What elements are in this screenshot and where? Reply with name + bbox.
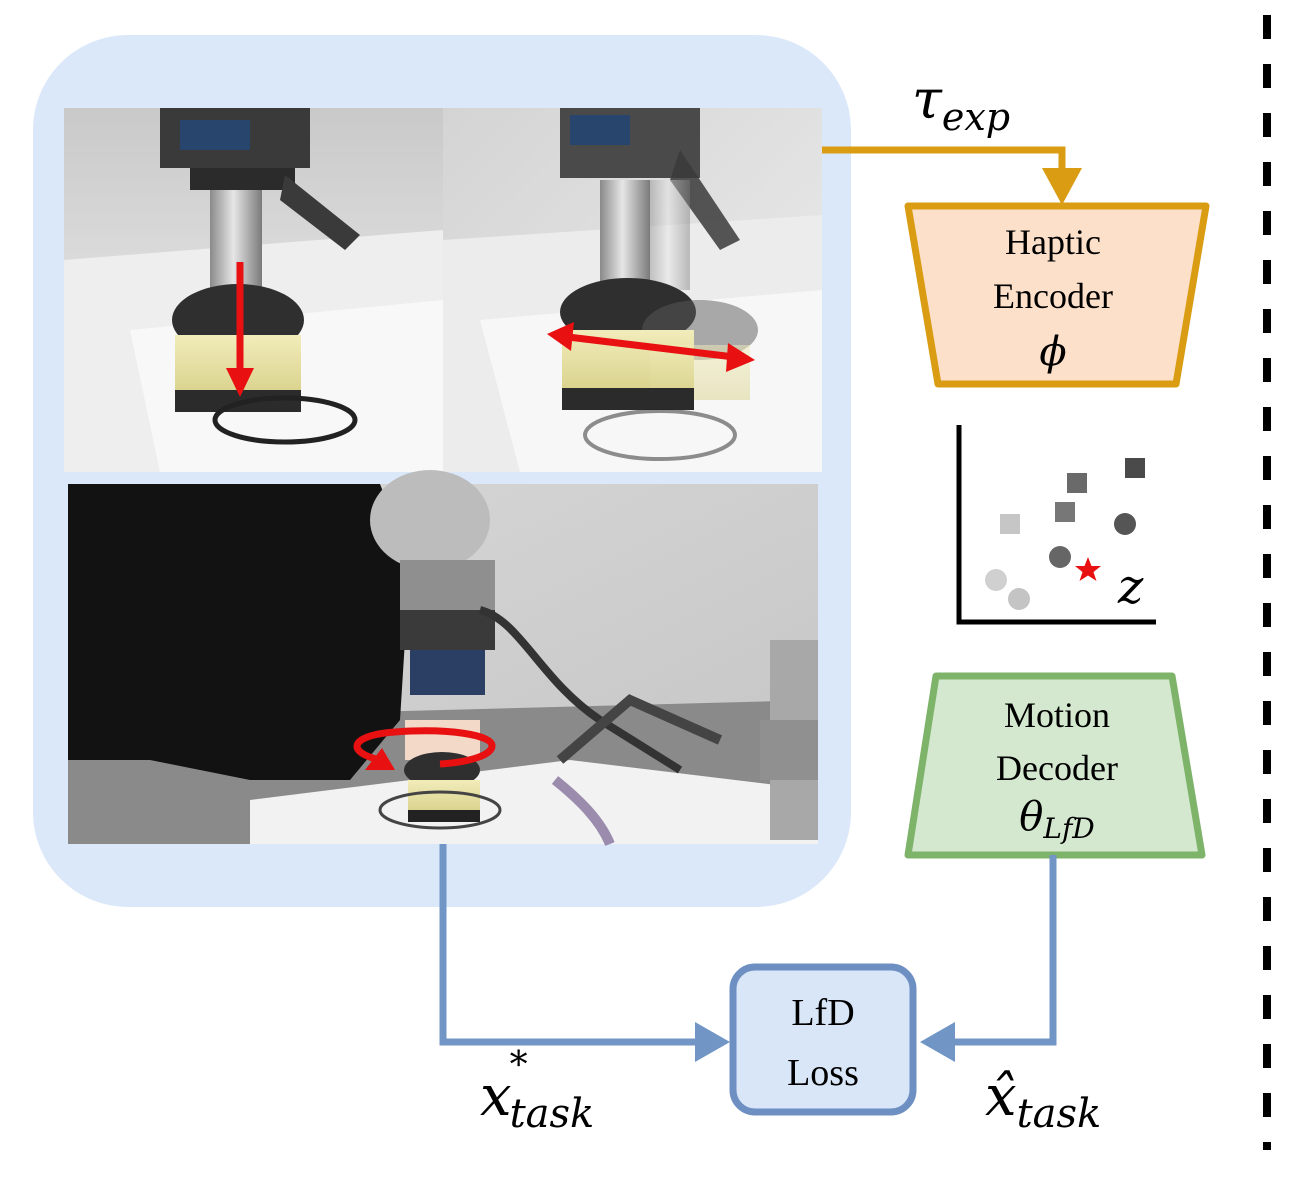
latent-circle-1	[985, 569, 1007, 591]
latent-square-2	[1055, 502, 1075, 522]
latent-square-4	[1125, 458, 1145, 478]
x-hat-arrow	[950, 855, 1057, 1046]
latent-axes	[956, 425, 1156, 625]
decoder-symbol: θLfD	[1019, 794, 1095, 845]
latent-square-3	[1067, 473, 1087, 493]
x-star-label: x*task	[480, 1045, 594, 1137]
encoder-line1: Haptic	[1005, 222, 1101, 262]
encoder-line2: Encoder	[993, 276, 1113, 316]
encoder-symbol: ϕ	[1039, 329, 1066, 375]
lfd-loss-block: LfD Loss	[729, 963, 917, 1116]
latent-circle-4	[1114, 513, 1136, 535]
latent-circle-3	[1049, 546, 1071, 568]
photo-human-demo	[68, 470, 818, 847]
photo-press-down	[64, 108, 443, 472]
x-star-arrow-head	[695, 1022, 730, 1062]
decoder-line1: Motion	[1004, 695, 1110, 735]
tau-label: τexp	[912, 68, 1010, 139]
tau-arrow-head	[1042, 168, 1082, 205]
x-hat-arrow-head	[920, 1022, 955, 1062]
loss-line1: LfD	[791, 992, 854, 1034]
latent-space-plot: z	[956, 425, 1156, 625]
x-hat-label: x̂task	[985, 1064, 1101, 1137]
latent-square-1	[1000, 514, 1020, 534]
photo-slide	[443, 108, 822, 472]
decoder-line2: Decoder	[996, 748, 1118, 788]
motion-decoder-block: Motion Decoder θLfD	[904, 672, 1206, 859]
haptic-encoder-block: Haptic Encoder ϕ	[904, 202, 1210, 388]
loss-line2: Loss	[787, 1052, 859, 1094]
latent-circle-2	[1008, 588, 1030, 610]
latent-star	[1075, 557, 1101, 581]
latent-axis-label: z	[1117, 559, 1144, 615]
tau-arrow	[822, 146, 1066, 178]
x-star-arrow	[439, 844, 700, 1046]
